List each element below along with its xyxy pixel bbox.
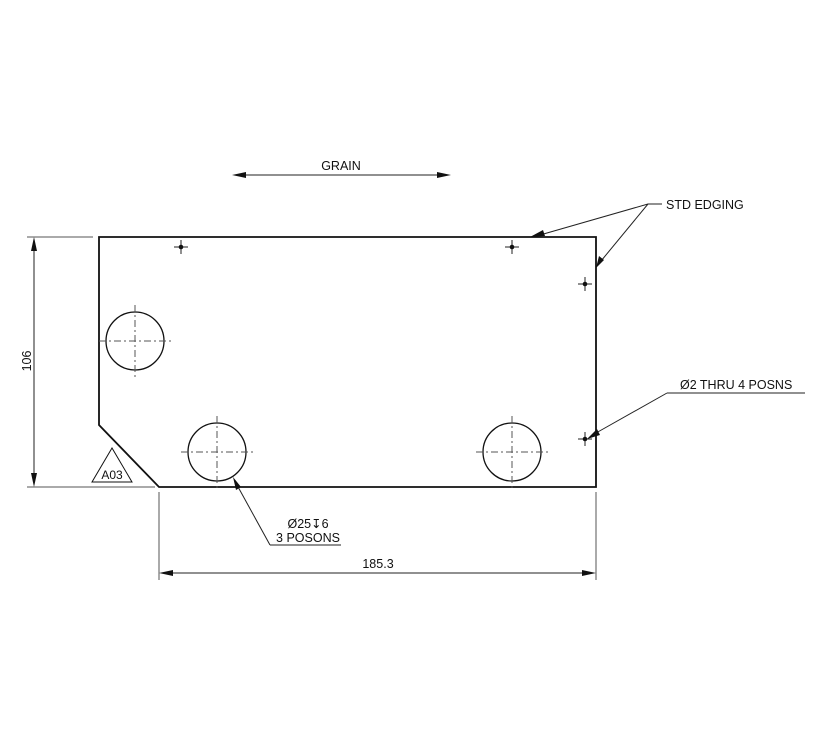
dim-arrow-bottom-icon — [31, 473, 37, 487]
callout-leader — [236, 484, 271, 546]
grain-arrow-right-icon — [437, 172, 451, 178]
part-outline — [98, 236, 597, 488]
callout-arrow-icon — [587, 429, 600, 439]
edging-callout: STD EDGING — [530, 198, 744, 268]
small-hole-dot-icon — [509, 244, 515, 250]
width-value: 185.3 — [362, 557, 393, 571]
small-hole-1 — [174, 240, 188, 254]
edging-label: STD EDGING — [666, 198, 744, 212]
grain-arrow-left-icon — [232, 172, 246, 178]
callout-arrow-icon — [233, 477, 241, 490]
height-value: 106 — [20, 351, 34, 372]
triangle-icon — [91, 447, 133, 483]
large-hole-callout: Ø25↧6 3 POSONS — [233, 477, 341, 546]
small-hole-dot-icon — [582, 281, 588, 287]
edging-leader-top — [539, 203, 649, 236]
small-hole-dot-icon — [582, 436, 588, 442]
large-hole-note-line1: Ø25↧6 — [287, 517, 328, 531]
width-dimension: 185.3 — [158, 492, 597, 580]
small-hole-4 — [578, 432, 592, 446]
edging-leader-right — [600, 203, 649, 262]
height-dimension: 106 — [20, 236, 155, 488]
large-hole-1 — [99, 305, 173, 379]
edging-arrow-right-icon — [596, 256, 604, 268]
small-hole-dot-icon — [178, 244, 184, 250]
dim-arrow-top-icon — [31, 237, 37, 251]
edging-arrow-top-icon — [530, 230, 545, 237]
small-hole-3 — [578, 277, 592, 291]
large-hole-3 — [476, 416, 548, 490]
small-hole-note: Ø2 THRU 4 POSNS — [680, 378, 792, 392]
callout-leader — [595, 392, 668, 434]
grain-label: GRAIN — [321, 159, 361, 173]
small-hole-2 — [505, 240, 519, 254]
large-hole-note-line2: 3 POSONS — [276, 531, 340, 545]
large-hole-2 — [181, 416, 253, 490]
part-id-tag: A03 — [91, 447, 133, 483]
dim-arrow-right-icon — [582, 570, 596, 576]
grain-indicator: GRAIN — [232, 159, 451, 178]
small-hole-callout: Ø2 THRU 4 POSNS — [587, 378, 805, 439]
dim-arrow-left-icon — [159, 570, 173, 576]
part-id-label: A03 — [101, 468, 123, 482]
